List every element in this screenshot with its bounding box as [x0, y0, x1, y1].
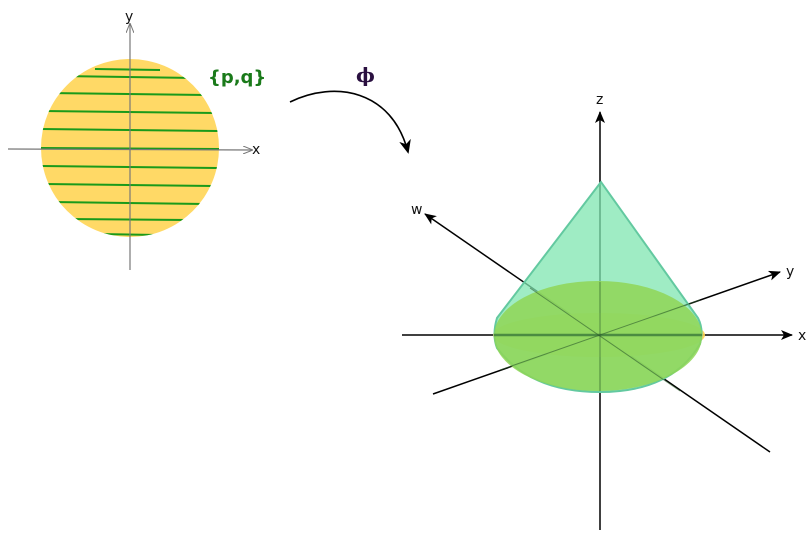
cone-figure: z y x w [402, 92, 806, 530]
stripe [47, 92, 207, 96]
base-w-line [529, 287, 681, 392]
left-y-axis-label: y [125, 9, 133, 25]
map-arrow-group: ϕ [289, 63, 411, 154]
map-arrow [289, 90, 411, 154]
set-label: {p,q} [208, 67, 266, 88]
right-w-axis-label: w [411, 202, 422, 218]
left-x-axis-label: x [252, 142, 260, 158]
stripe [97, 233, 159, 236]
stripe [44, 183, 214, 187]
domain-disk-figure: x y {p,q} [7, 9, 266, 270]
stripe [65, 218, 190, 221]
stripe [94, 68, 161, 71]
right-y-axis-label: y [786, 264, 794, 280]
stripe [51, 201, 206, 205]
map-label: ϕ [356, 63, 375, 87]
stripe [59, 75, 197, 79]
right-z-axis-label: z [596, 92, 603, 108]
stripe [42, 110, 216, 114]
right-x-axis-label: x [798, 328, 806, 344]
